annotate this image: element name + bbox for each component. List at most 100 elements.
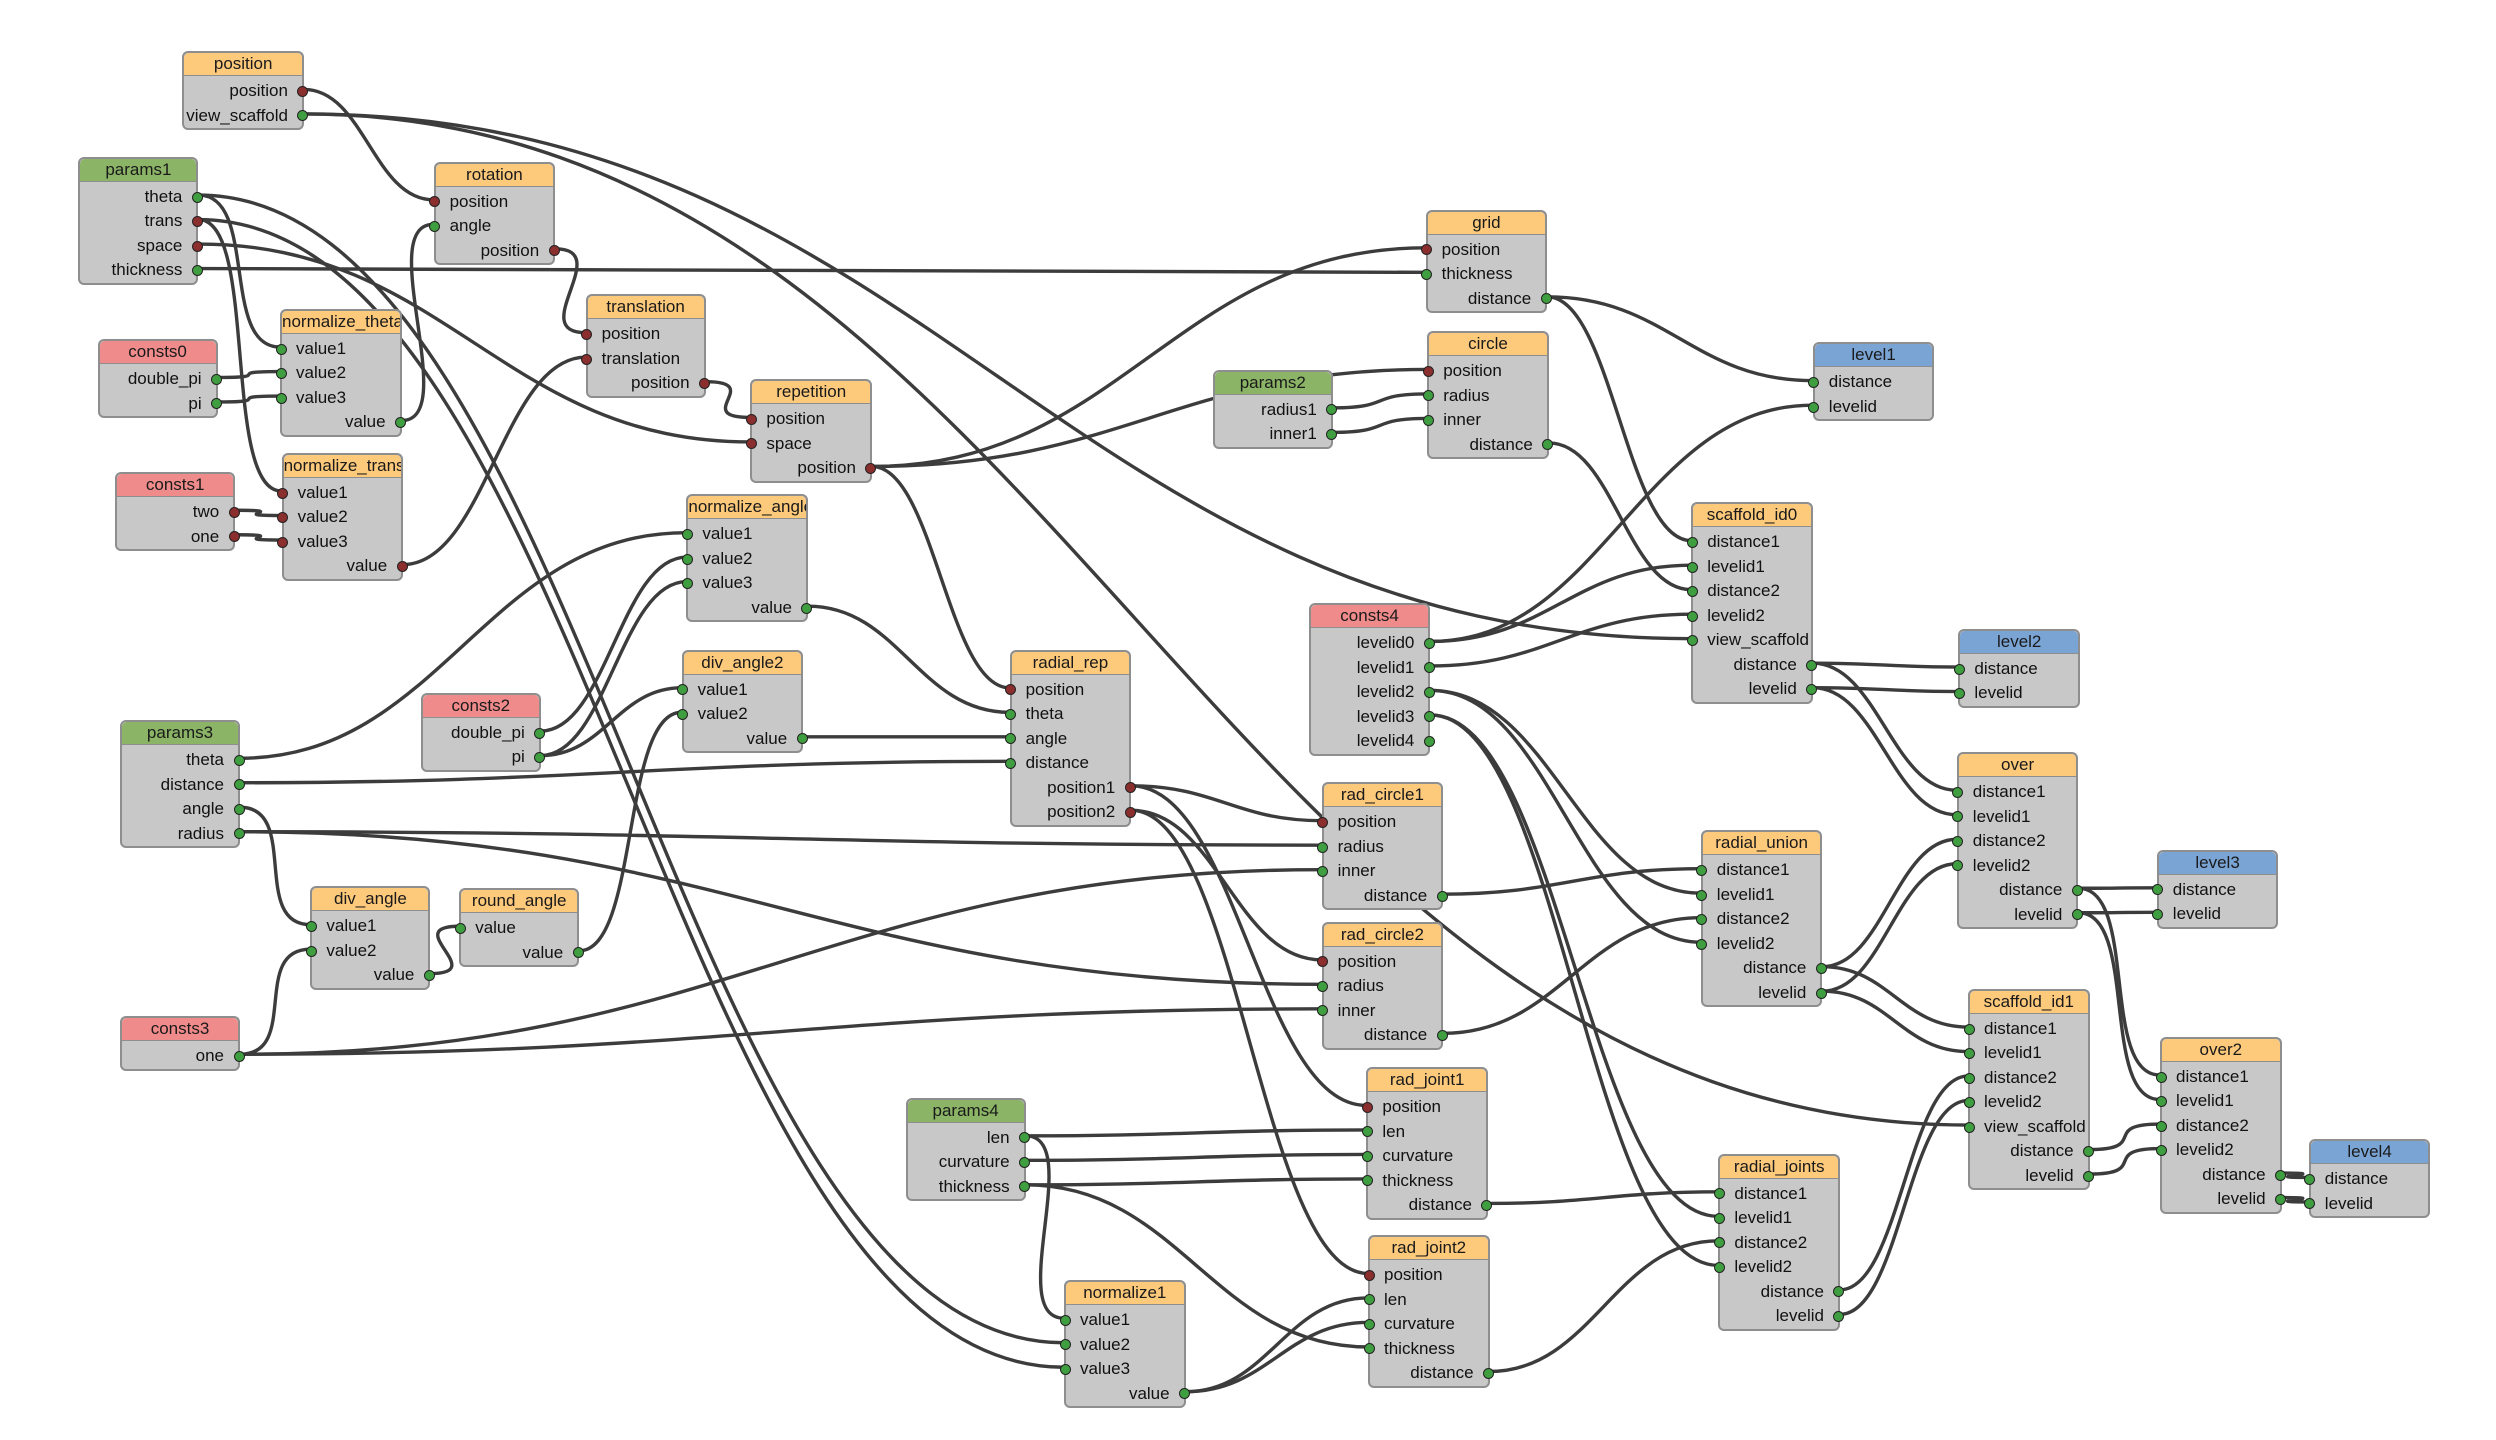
input-socket[interactable] — [1422, 390, 1434, 402]
input-socket[interactable] — [1963, 1072, 1975, 1084]
input-socket[interactable] — [1363, 1269, 1375, 1281]
wire-consts3-to-rad_circle2[interactable] — [239, 1007, 1322, 1056]
wire-consts3-to-rad_circle1[interactable] — [239, 867, 1322, 1056]
node-title[interactable]: consts1 — [117, 474, 234, 497]
node-title[interactable]: rotation — [435, 163, 554, 187]
output-socket[interactable] — [2071, 909, 2083, 921]
output-socket[interactable] — [233, 779, 245, 791]
output-socket[interactable] — [865, 462, 877, 474]
node-title[interactable]: radial_joints — [1720, 1155, 1838, 1179]
input-socket[interactable] — [2155, 1096, 2167, 1108]
output-socket[interactable] — [1436, 1029, 1448, 1041]
input-socket[interactable] — [2155, 1145, 2167, 1157]
wire-rad_joint2-to-radial_joints[interactable] — [1489, 1239, 1719, 1374]
node-title[interactable]: consts0 — [99, 341, 216, 365]
wire-scaffold_id0-to-over[interactable] — [1812, 661, 1957, 792]
input-socket[interactable] — [677, 684, 689, 696]
node-title[interactable]: consts3 — [122, 1018, 238, 1041]
wire-consts4-to-radial_union[interactable] — [1430, 688, 1701, 944]
input-socket[interactable] — [1952, 811, 1964, 823]
node-title[interactable]: translation — [587, 296, 704, 320]
wire-params3-to-rad_circle1[interactable] — [239, 830, 1322, 847]
wire-position-to-rotation[interactable] — [303, 87, 434, 202]
input-socket[interactable] — [1696, 889, 1708, 901]
wire-position-to-scaffold_id1[interactable] — [303, 112, 1969, 1127]
input-socket[interactable] — [1361, 1150, 1373, 1162]
input-socket[interactable] — [2155, 1120, 2167, 1132]
output-socket[interactable] — [2071, 884, 2083, 896]
wire-params1-to-normalize_trans[interactable] — [198, 217, 282, 493]
wire-normalize_angle-to-radial_rep[interactable] — [807, 604, 1010, 715]
output-socket[interactable] — [297, 85, 309, 97]
input-socket[interactable] — [1713, 1188, 1725, 1200]
input-socket[interactable] — [1363, 1343, 1375, 1355]
node-title[interactable]: circle — [1429, 333, 1547, 357]
wire-params1-to-repetition[interactable] — [198, 242, 751, 444]
node-title[interactable]: repetition — [752, 381, 870, 405]
output-socket[interactable] — [1326, 428, 1338, 440]
wire-radial_joints-to-scaffold_id1[interactable] — [1839, 1074, 1969, 1292]
input-socket[interactable] — [1317, 866, 1329, 878]
output-socket[interactable] — [228, 531, 240, 543]
wire-over2-to-level4[interactable] — [2281, 1195, 2309, 1204]
input-socket[interactable] — [1317, 817, 1329, 829]
output-socket[interactable] — [2275, 1194, 2287, 1206]
input-socket[interactable] — [1317, 980, 1329, 992]
output-socket[interactable] — [1179, 1388, 1191, 1400]
output-socket[interactable] — [233, 1050, 245, 1062]
wire-over-to-over2[interactable] — [2078, 911, 2161, 1102]
output-socket[interactable] — [233, 803, 245, 815]
wire-consts0-to-normalize_theta[interactable] — [217, 394, 281, 404]
input-socket[interactable] — [1363, 1318, 1375, 1330]
wire-rad_circle2-to-radial_union[interactable] — [1443, 915, 1701, 1036]
input-socket[interactable] — [1686, 537, 1698, 549]
output-socket[interactable] — [1481, 1199, 1493, 1211]
input-socket[interactable] — [1421, 268, 1433, 280]
input-socket[interactable] — [429, 196, 441, 208]
output-socket[interactable] — [548, 245, 560, 257]
wire-consts4-to-level1[interactable] — [1430, 403, 1813, 644]
wire-params1-to-normalize1[interactable] — [198, 193, 1065, 1345]
output-socket[interactable] — [1019, 1156, 1031, 1168]
input-socket[interactable] — [1808, 401, 1820, 413]
output-socket[interactable] — [191, 265, 203, 277]
output-socket[interactable] — [1326, 404, 1338, 416]
node-title[interactable]: rad_circle1 — [1323, 784, 1442, 808]
wire-radial_union-to-scaffold_id1[interactable] — [1822, 989, 1969, 1054]
node-title[interactable]: level3 — [2158, 851, 2277, 875]
node-title[interactable]: over — [1958, 754, 2077, 777]
input-socket[interactable] — [1005, 757, 1017, 769]
node-title[interactable]: normalize1 — [1066, 1282, 1184, 1305]
input-socket[interactable] — [2155, 1071, 2167, 1083]
input-socket[interactable] — [1317, 956, 1329, 968]
output-socket[interactable] — [2083, 1146, 2095, 1158]
wire-consts4-to-radial_union[interactable] — [1430, 688, 1701, 895]
wire-radial_union-to-scaffold_id1[interactable] — [1822, 964, 1969, 1029]
wire-repetition-to-radial_rep[interactable] — [871, 464, 1010, 690]
wire-params4-to-rad_joint1[interactable] — [1025, 1128, 1367, 1138]
output-socket[interactable] — [191, 240, 203, 252]
wire-params3-to-normalize_angle[interactable] — [239, 530, 687, 760]
input-socket[interactable] — [1005, 684, 1017, 696]
wire-consts4-to-scaffold_id0[interactable] — [1430, 563, 1692, 644]
node-title[interactable]: params4 — [907, 1099, 1024, 1123]
wire-consts0-to-normalize_theta[interactable] — [217, 369, 281, 380]
input-socket[interactable] — [277, 512, 289, 524]
output-socket[interactable] — [2275, 1169, 2287, 1181]
input-socket[interactable] — [305, 921, 317, 933]
input-socket[interactable] — [1808, 377, 1820, 389]
input-socket[interactable] — [2152, 908, 2164, 920]
output-socket[interactable] — [699, 378, 711, 390]
wire-params4-to-rad_joint1[interactable] — [1025, 1152, 1367, 1163]
node-title[interactable]: scaffold_id0 — [1693, 504, 1811, 528]
